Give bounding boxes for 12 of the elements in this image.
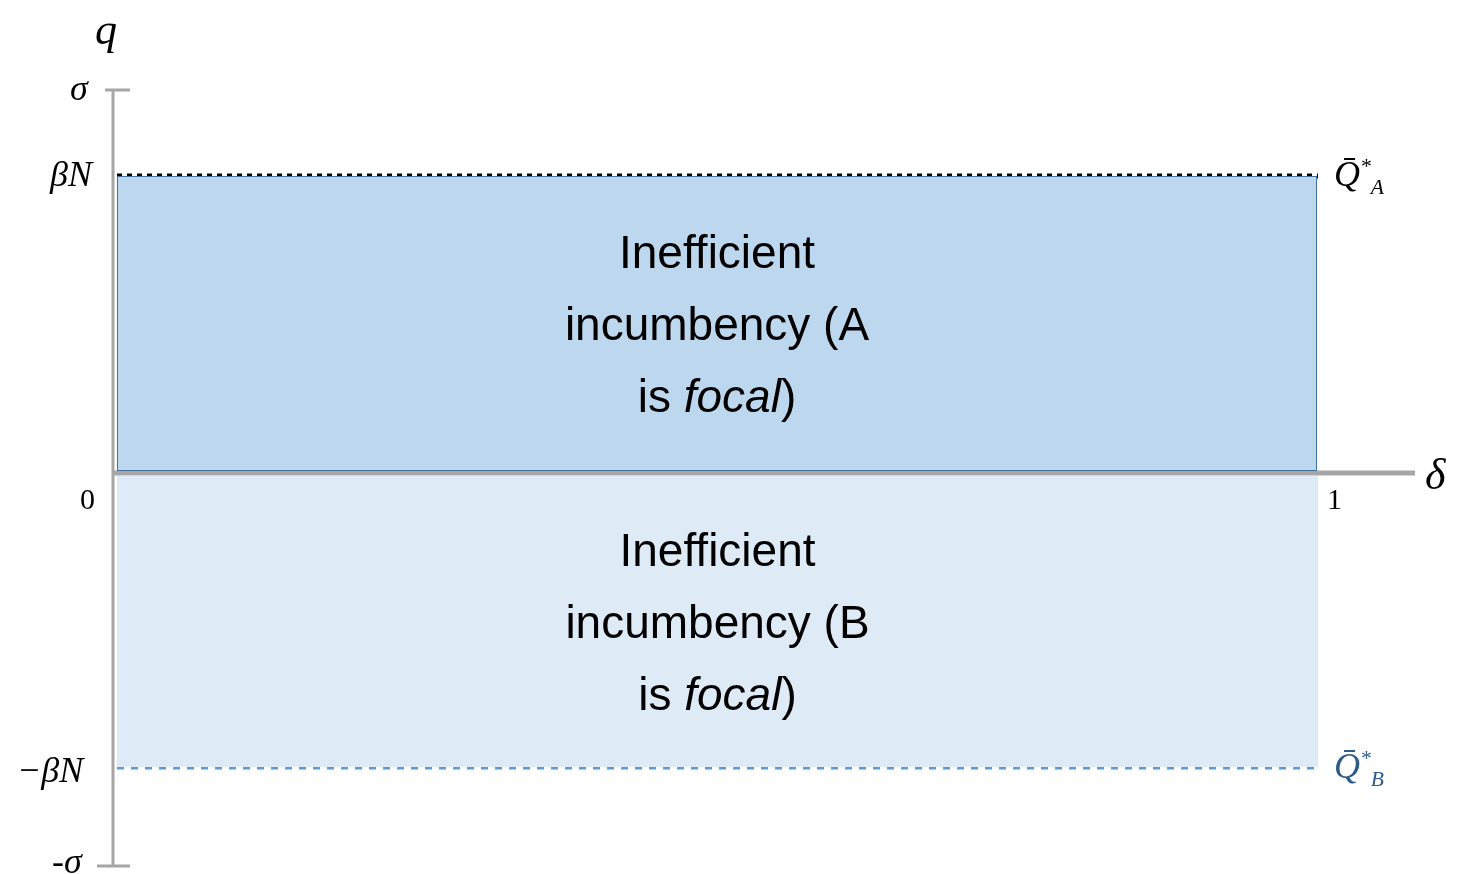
region-label: Inefficient incumbency (A is focal) [563,224,871,424]
tick-label: -σ [52,843,82,874]
tick-label: 0 [80,484,95,514]
region-label: Inefficient incumbency (B is focal) [564,522,871,722]
tick-label: −βN [17,752,84,788]
region-box [117,176,1317,471]
tick-label: 1 [1327,484,1342,514]
region-box [117,476,1318,767]
tick-label: βN [50,156,92,192]
axis-label: δ [1425,453,1446,497]
axis-label: q [95,8,117,52]
tick-label: σ [70,70,88,106]
